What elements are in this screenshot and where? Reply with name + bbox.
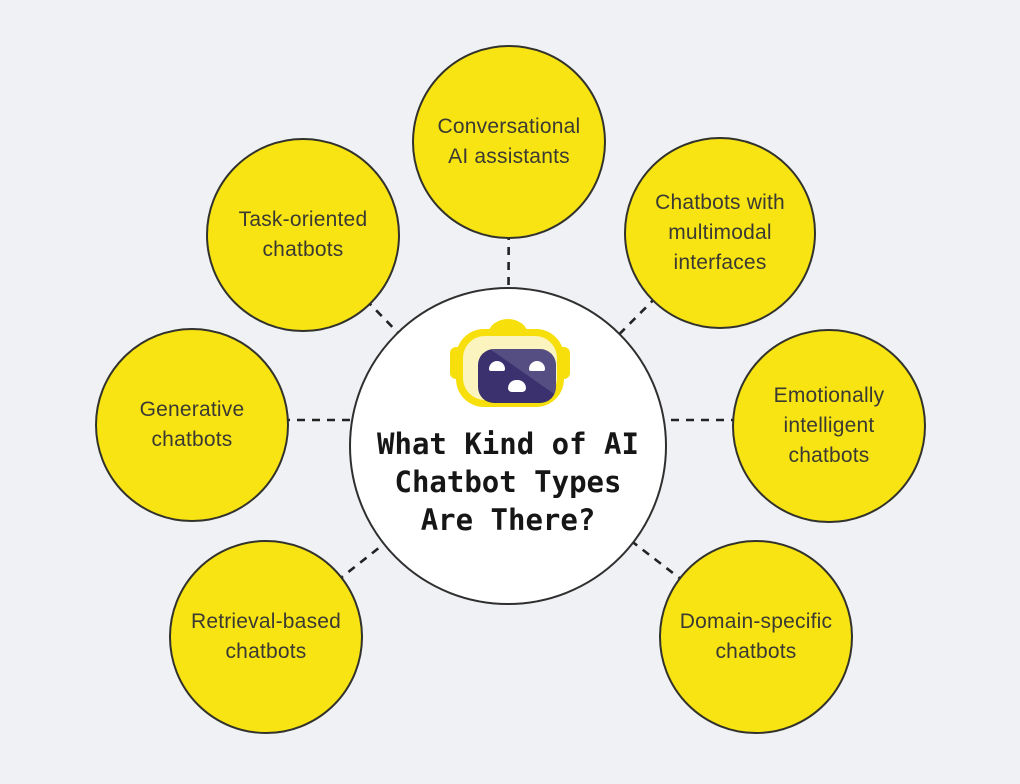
- diagram-title-line3: Are There?: [420, 503, 596, 537]
- robot-helmet-rim: [463, 336, 557, 403]
- node-label: Domain-specific chatbots: [679, 610, 833, 663]
- node-task-oriented-chatbots: Task-oriented chatbots: [206, 138, 400, 332]
- diagram-title-line2: Chatbot Types: [394, 465, 622, 499]
- node-label: Emotionally intelligent chatbots: [773, 384, 885, 467]
- robot-face-screen: [478, 349, 556, 403]
- node-label: Generative chatbots: [139, 398, 245, 451]
- node-retrieval-based-chatbots: Retrieval-based chatbots: [169, 540, 363, 734]
- node-label: Chatbots with multimodal interfaces: [655, 191, 785, 274]
- robot-head: [456, 329, 564, 407]
- robot-screen-shine: [486, 349, 556, 403]
- robot-eye-left: [489, 361, 505, 371]
- node-label: Task-oriented chatbots: [238, 208, 368, 261]
- robot-eye-right: [529, 361, 545, 371]
- node-chatbots-with-multimodal-interfaces: Chatbots with multimodal interfaces: [624, 137, 816, 329]
- diagram-title-line1: What Kind of AI: [377, 427, 639, 461]
- robot-mouth: [508, 380, 526, 392]
- node-domain-specific-chatbots: Domain-specific chatbots: [659, 540, 853, 734]
- node-generative-chatbots: Generative chatbots: [95, 328, 289, 522]
- node-label: Conversational AI assistants: [437, 115, 581, 168]
- diagram-title: What Kind of AI Chatbot Types Are There?: [351, 425, 665, 539]
- robot-face-icon: [450, 319, 570, 411]
- node-label: Retrieval-based chatbots: [190, 610, 342, 663]
- node-conversational-ai-assistants: Conversational AI assistants: [412, 45, 606, 239]
- node-emotionally-intelligent-chatbots: Emotionally intelligent chatbots: [732, 329, 926, 523]
- center-circle: What Kind of AI Chatbot Types Are There?: [349, 287, 667, 605]
